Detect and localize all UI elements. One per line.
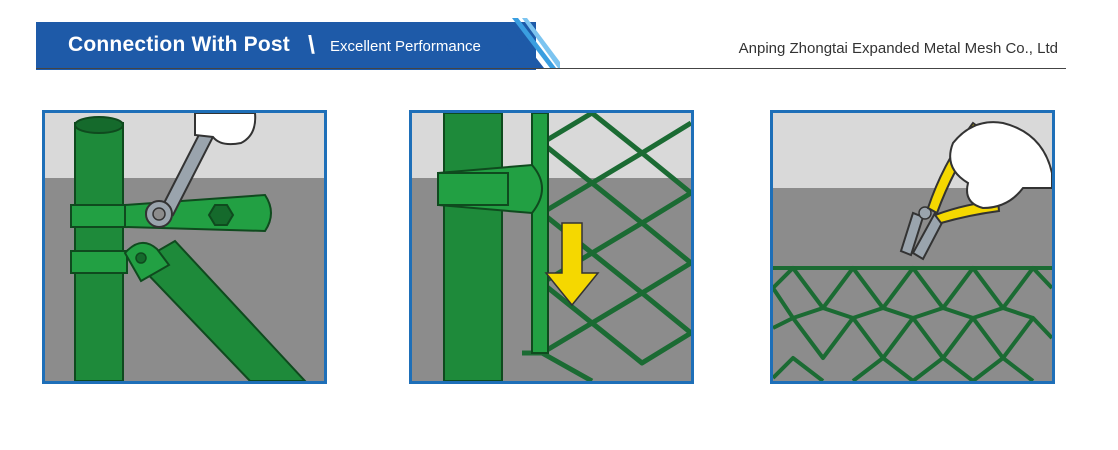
header-divider [36, 68, 1066, 69]
wrench-icon [145, 121, 219, 228]
panel-wrench-tighten [42, 110, 327, 384]
company-name: Anping Zhongtai Expanded Metal Mesh Co.,… [738, 40, 1058, 57]
header-banner [36, 22, 536, 70]
title-separator: \ [308, 31, 315, 59]
panel-tension-bar [409, 110, 694, 384]
panel-pliers-twist [770, 110, 1055, 384]
page-subtitle: Excellent Performance [330, 38, 481, 55]
header-stripe-decoration [490, 18, 560, 68]
page-title: Connection With Post [68, 33, 290, 56]
down-arrow-icon [544, 222, 600, 307]
